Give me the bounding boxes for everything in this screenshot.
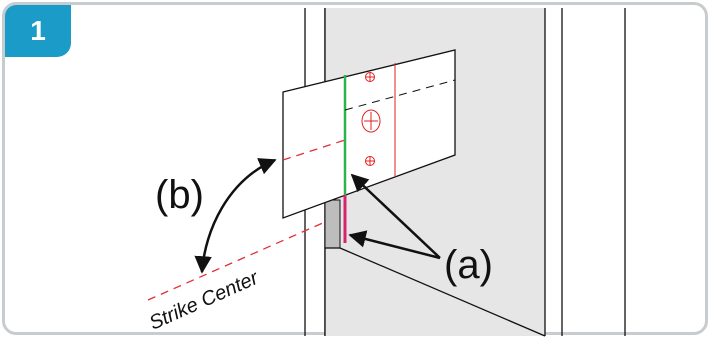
strike-template	[282, 49, 456, 219]
pointer-arrow-icon	[350, 173, 441, 259]
screw-hole-icon	[365, 72, 375, 82]
pointer-arrow-icon	[348, 230, 441, 260]
screw-hole-icon	[365, 156, 375, 166]
step-number-badge: 1	[5, 5, 71, 57]
strike-center-line	[147, 221, 326, 301]
strike-center-label: Strike Center	[146, 266, 263, 334]
label-b: (b)	[155, 173, 204, 217]
curved-double-arrow-icon	[194, 158, 277, 274]
center-screw-icon	[361, 109, 381, 133]
label-a: (a)	[444, 243, 493, 287]
